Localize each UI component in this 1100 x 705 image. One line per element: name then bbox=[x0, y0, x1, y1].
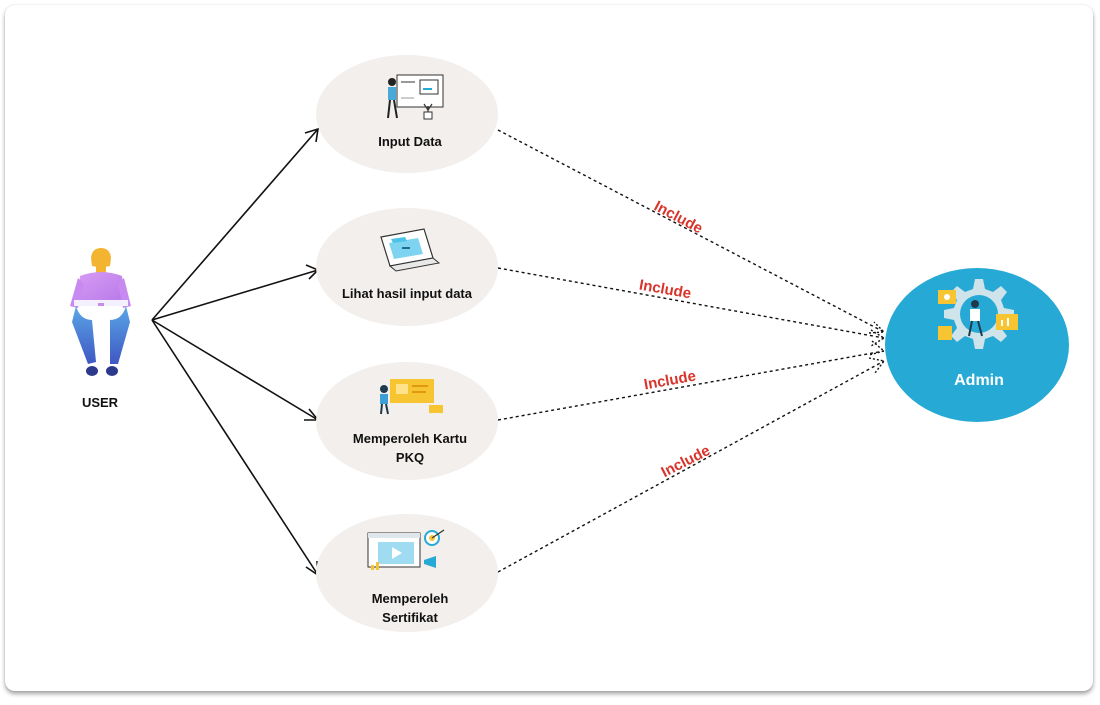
use-case-memperoleh-sertifikat[interactable]: Memperoleh Sertifikat bbox=[316, 514, 498, 632]
arrowhead bbox=[868, 340, 886, 356]
association-arrow-kartu-pkq bbox=[151, 319, 319, 421]
admin-label: Admin bbox=[954, 372, 1004, 389]
gear-person-icon bbox=[938, 279, 1018, 349]
use-case-input-data[interactable]: Input Data bbox=[316, 55, 498, 173]
use-case-label: Input Data bbox=[378, 134, 442, 149]
include-arrow-4 bbox=[497, 360, 885, 573]
id-card-icon bbox=[380, 379, 443, 415]
use-case-label: Memperoleh bbox=[372, 591, 449, 606]
presentation-board-icon bbox=[387, 74, 444, 120]
use-case-ellipse bbox=[316, 55, 498, 173]
use-case-memperoleh-kartu-pkq[interactable]: Memperoleh Kartu PKQ bbox=[316, 362, 498, 480]
use-case-label: Lihat hasil input data bbox=[342, 286, 473, 301]
include-arrowheads bbox=[868, 321, 886, 374]
include-arrow-2 bbox=[497, 267, 885, 339]
admin-node[interactable]: Admin bbox=[885, 268, 1069, 422]
person-icon bbox=[70, 248, 131, 376]
user-label: USER bbox=[82, 395, 119, 410]
use-case-lihat-hasil-input-data[interactable]: Lihat hasil input data bbox=[316, 208, 498, 326]
association-arrow-sertifikat bbox=[151, 319, 319, 576]
include-label-1: Include bbox=[651, 198, 705, 238]
association-arrow-lihat-hasil bbox=[151, 269, 319, 321]
use-case-ellipse bbox=[316, 362, 498, 480]
association-arrows bbox=[151, 127, 320, 577]
include-arrow-1 bbox=[497, 129, 885, 333]
include-arrows bbox=[497, 129, 885, 573]
use-case-ellipse bbox=[316, 514, 498, 632]
arrowhead bbox=[304, 127, 319, 143]
arrowhead bbox=[868, 321, 886, 334]
use-case-label: Memperoleh Kartu bbox=[353, 431, 467, 446]
video-target-icon bbox=[367, 529, 445, 570]
include-label-4: Include bbox=[659, 442, 714, 481]
user-actor[interactable]: USER bbox=[70, 248, 131, 410]
laptop-folder-icon bbox=[380, 228, 441, 272]
include-arrow-3 bbox=[497, 350, 885, 421]
use-case-label: Sertifikat bbox=[382, 610, 438, 625]
arrowhead bbox=[868, 357, 886, 374]
arrowhead bbox=[304, 408, 320, 421]
use-case-label: PKQ bbox=[396, 450, 424, 465]
association-arrow-input-data bbox=[151, 128, 319, 321]
